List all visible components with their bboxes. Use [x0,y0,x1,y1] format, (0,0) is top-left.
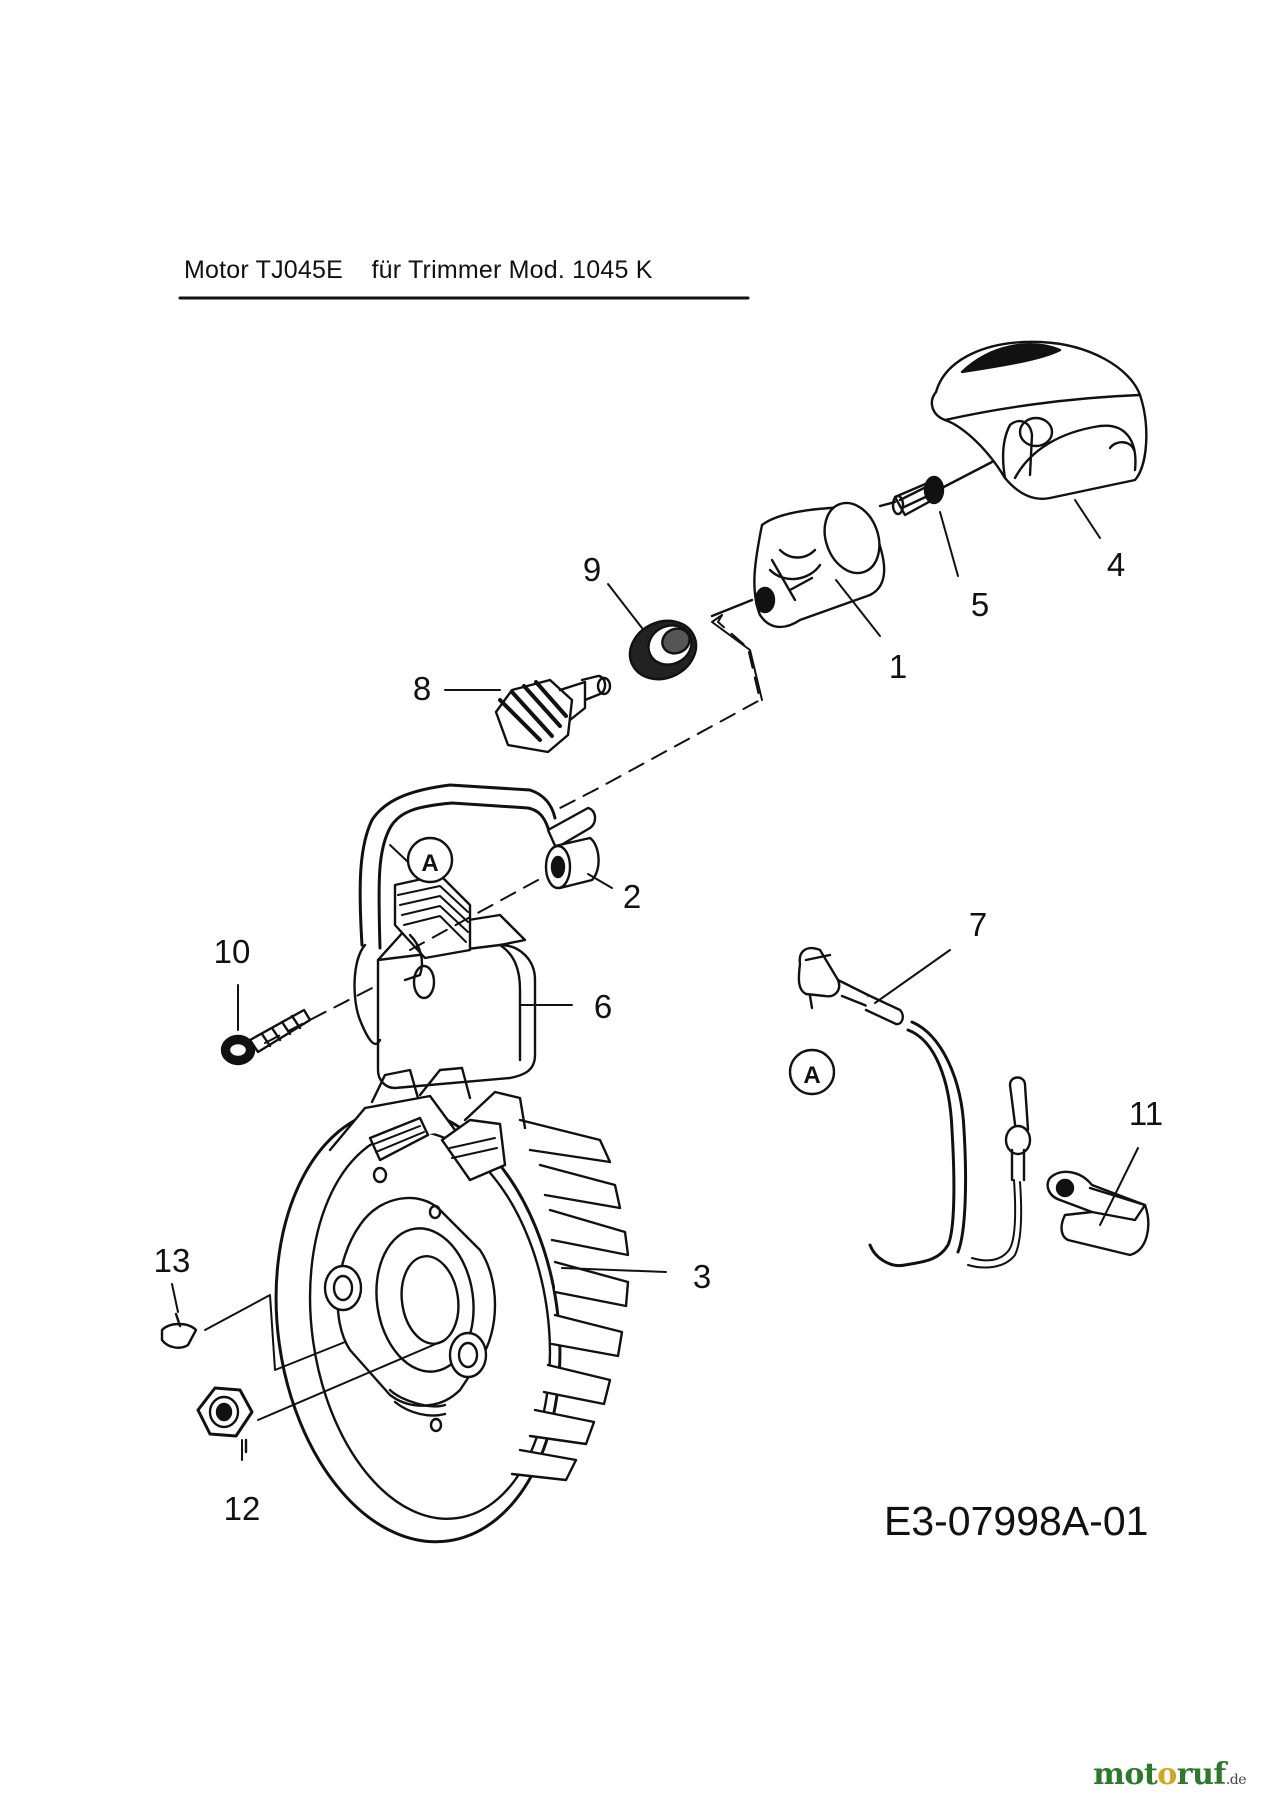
connector-marker-a-bottom-label: A [803,1062,820,1089]
part-3-flywheel [274,1066,630,1544]
part-4-cap-cover [930,340,1148,500]
watermark-part-a: mot [1093,1757,1158,1792]
part-2-spacer [544,836,600,890]
callout-9: 9 [582,551,602,588]
part-1-plug-boot [710,501,886,629]
callout-2: 2 [622,878,642,915]
part-5-spring [878,460,994,517]
callout-4: 4 [1106,546,1126,583]
part-8-spark-plug [494,674,612,754]
connector-marker-a-top: A [406,836,454,884]
callout-12: 12 [223,1490,261,1527]
callout-6: 6 [593,988,613,1025]
callout-13: 13 [153,1242,191,1279]
callout-8: 8 [412,670,432,707]
part-11-clip [1046,1170,1150,1257]
leader-lines [171,499,1139,1461]
connector-marker-a-top-label: A [421,850,438,877]
callout-7: 7 [968,906,988,943]
watermark-part-b: o [1157,1757,1177,1792]
part-10-screw [220,1008,312,1066]
assembly-lines-solid [204,614,763,1421]
assembly-lines [264,614,761,1044]
watermark-logo: motoruf.de [1093,1757,1246,1792]
callout-1: 1 [888,648,908,685]
watermark-part-c: ruf [1176,1757,1227,1792]
callout-11: 11 [1128,1095,1164,1132]
connector-marker-a-bottom: A [788,1048,836,1096]
diagram-title: Motor TJ045E für Trimmer Mod. 1045 K [184,256,653,284]
part-12-nut [196,1386,254,1454]
part-6-ignition-coil [353,783,597,1090]
part-9-grommet [628,619,698,681]
callout-10: 10 [213,933,251,970]
watermark-tld: .de [1225,1772,1247,1788]
part-13-key [160,1312,198,1349]
callout-5: 5 [970,586,990,623]
drawing-code: E3-07998A-01 [884,1498,1149,1544]
part-7-ht-lead [797,946,1032,1269]
callout-3: 3 [692,1258,712,1295]
